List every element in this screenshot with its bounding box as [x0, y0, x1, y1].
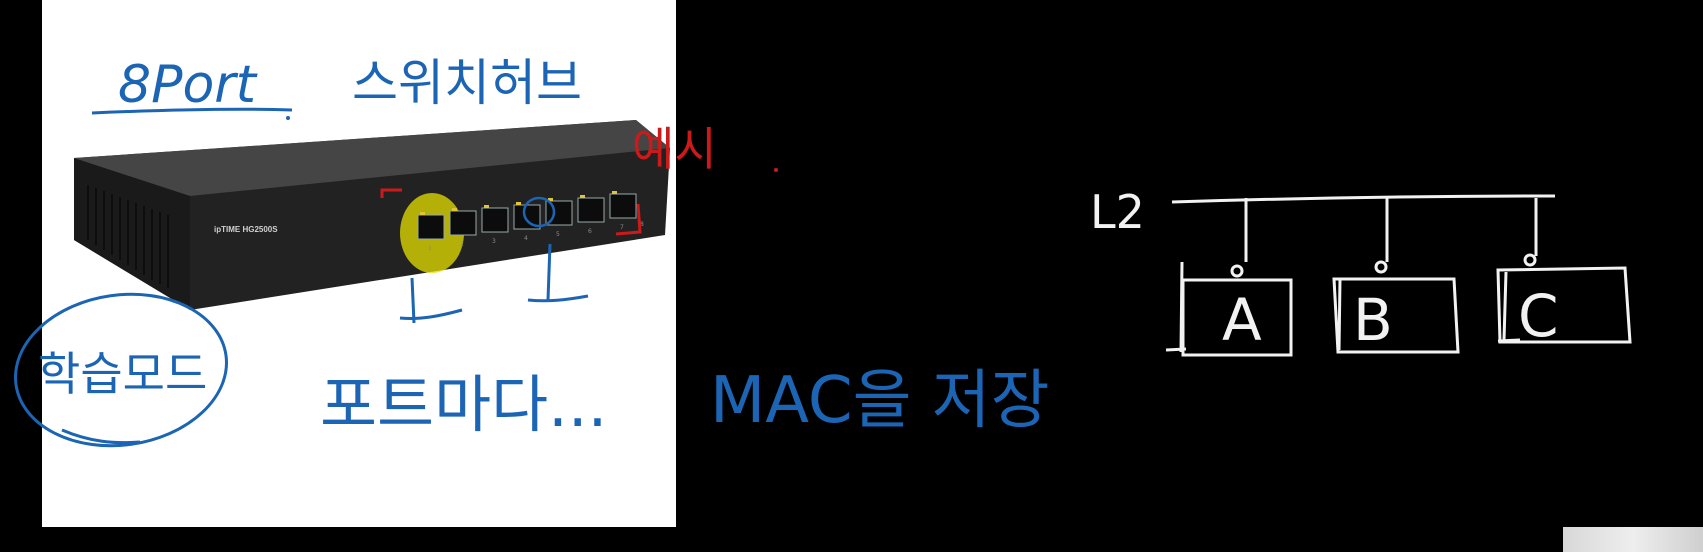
ethernet-port-3	[481, 207, 509, 233]
per-port-label: 포트마다...	[320, 368, 607, 441]
node-label-b: B	[1353, 286, 1393, 354]
ethernet-port-2	[449, 210, 477, 236]
node-label-c: C	[1518, 282, 1559, 350]
red-bracket-left	[380, 188, 402, 198]
vent-grille	[87, 185, 169, 288]
port-number-8: 8	[640, 221, 644, 228]
device-brand-label: ipTIME HG2500S	[214, 225, 278, 234]
stray-dot	[286, 116, 290, 120]
port-number-3: 3	[492, 238, 496, 245]
network-diagram: L2 A B C	[1090, 185, 1632, 357]
ethernet-port-row: 1 2 3 4 5 6 7 8	[417, 191, 644, 252]
port-number-4: 4	[524, 235, 528, 242]
ethernet-port-7	[609, 193, 637, 219]
layer-label: L2	[1090, 185, 1145, 239]
connector-b	[1374, 260, 1388, 274]
camera-thumbnail	[1563, 527, 1703, 552]
red-note: 예시	[632, 122, 717, 176]
bus-line	[1171, 194, 1556, 204]
port-number-7: 7	[620, 224, 624, 231]
port-number-1: 1	[428, 245, 432, 252]
title-switch-hub: 스위치허브	[352, 54, 582, 112]
connector-c	[1523, 253, 1537, 267]
node-box-a	[1165, 261, 1293, 357]
blue-annotations: 8Port 스위치허브 학습모드 포트마다... MAC을 저장	[14, 54, 1050, 448]
port-number-5: 5	[556, 231, 560, 238]
node-box-b	[1332, 277, 1460, 354]
port-number-6: 6	[588, 228, 592, 235]
ethernet-port-1	[417, 214, 445, 240]
title-underline	[91, 107, 293, 115]
port-circle-mark	[522, 196, 556, 228]
switch-hub-device: ipTIME HG2500S 1 2 3	[74, 120, 670, 310]
device-top-face	[74, 120, 670, 196]
ethernet-port-6	[577, 197, 605, 223]
red-annotations: 예시	[380, 122, 717, 236]
stray-dot	[774, 168, 778, 172]
mac-store-label: MAC을 저장	[710, 364, 1050, 438]
node-label-a: A	[1222, 286, 1262, 354]
learning-mode-circle	[14, 292, 228, 448]
learning-mode-tail	[61, 428, 141, 445]
arrow-from-port4	[527, 243, 589, 303]
learning-mode-label: 학습모드	[38, 347, 207, 401]
title-8port: 8Port	[118, 55, 258, 115]
node-box-c	[1496, 266, 1632, 344]
connector-a	[1230, 264, 1244, 278]
port-number-2: 2	[460, 241, 464, 248]
arrow-from-port1	[399, 277, 463, 324]
red-bracket-right	[615, 203, 642, 236]
